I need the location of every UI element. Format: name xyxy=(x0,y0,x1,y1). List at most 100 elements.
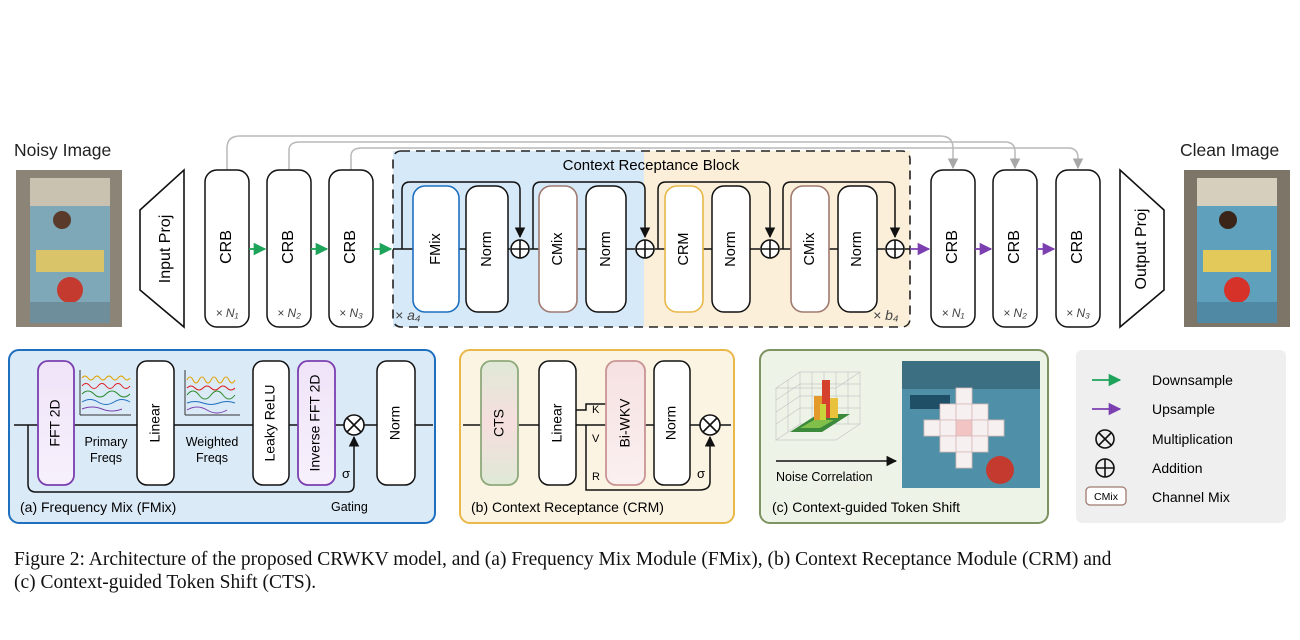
svg-text:Norm: Norm xyxy=(663,406,679,440)
v-label: V xyxy=(592,433,600,445)
svg-text:Norm: Norm xyxy=(849,231,865,266)
norm-box-3: Norm xyxy=(711,185,751,313)
caption-line-2: (c) Context-guided Token Shift (CTS). xyxy=(14,572,317,593)
primary-freqs-line2: Freqs xyxy=(90,451,122,465)
svg-text:Multiplication: Multiplication xyxy=(1152,431,1233,447)
weighted-freqs-line2: Freqs xyxy=(196,451,228,465)
norm-box-a: Norm xyxy=(376,360,416,486)
svg-text:× N₃: × N₃ xyxy=(339,306,363,320)
cmix-box-2: CMix xyxy=(790,185,830,313)
svg-text:Linear: Linear xyxy=(147,403,163,442)
addition-icons xyxy=(510,239,905,259)
svg-text:× N₂: × N₂ xyxy=(277,306,301,320)
svg-text:Bi-WKV: Bi-WKV xyxy=(617,398,633,448)
weighted-freqs-waves xyxy=(184,370,240,416)
cts-box: CTS xyxy=(480,360,519,486)
clean-image-label: Clean Image xyxy=(1180,140,1279,160)
svg-text:FFT 2D: FFT 2D xyxy=(47,399,63,446)
svg-text:CMix: CMix xyxy=(1094,491,1119,503)
sigma-label-a: σ xyxy=(342,466,350,481)
b4-label: × b₄ xyxy=(873,307,899,323)
k-label: K xyxy=(592,404,600,416)
fft-2d-box: FFT 2D xyxy=(37,360,75,486)
leaky-relu-box: Leaky ReLU xyxy=(252,360,290,486)
legend-multiplication: Multiplication xyxy=(1095,429,1233,449)
svg-text:Norm: Norm xyxy=(723,231,739,266)
svg-text:CRM: CRM xyxy=(676,232,692,265)
norm-box-4: Norm xyxy=(837,185,878,313)
inverse-fft-box: Inverse FFT 2D xyxy=(297,360,336,486)
clean-image-thumbnail xyxy=(1184,170,1290,327)
input-proj-trapezoid xyxy=(139,168,185,329)
panel-a-title: (a) Frequency Mix (FMix) xyxy=(20,499,176,515)
primary-freqs-waves xyxy=(79,370,131,416)
multiplication-icon xyxy=(343,414,365,436)
panel-b-title: (b) Context Receptance (CRM) xyxy=(471,499,664,515)
bi-wkv-box: Bi-WKV xyxy=(605,360,646,486)
token-shift-image xyxy=(902,361,1040,488)
primary-freqs-line1: Primary xyxy=(84,435,128,449)
input-proj-label: Input Proj xyxy=(157,215,174,283)
skip-connections xyxy=(226,135,1084,170)
cmix-box-1: CMix xyxy=(538,185,578,313)
svg-text:Norm: Norm xyxy=(598,231,614,266)
output-proj-trapezoid xyxy=(1119,168,1165,329)
norm-box-b: Norm xyxy=(653,360,691,486)
svg-text:CRB: CRB xyxy=(944,230,961,264)
svg-text:Inverse FFT 2D: Inverse FFT 2D xyxy=(307,375,323,472)
svg-text:Linear: Linear xyxy=(549,403,565,442)
svg-text:Downsample: Downsample xyxy=(1152,372,1233,388)
svg-text:CRB: CRB xyxy=(1069,230,1086,264)
block-main-line xyxy=(393,181,910,250)
crm-box: CRM xyxy=(664,185,704,313)
addition-icon xyxy=(635,239,655,259)
addition-icon xyxy=(1095,458,1115,478)
decoder-crb-1: CRB × N₁ xyxy=(930,169,976,328)
linear-box-a: Linear xyxy=(136,360,175,486)
noisy-image-label: Noisy Image xyxy=(14,140,111,160)
svg-text:CRB: CRB xyxy=(280,230,297,264)
addition-icon xyxy=(885,239,905,259)
svg-text:CMix: CMix xyxy=(802,232,818,266)
caption-line-1: Figure 2: Architecture of the proposed C… xyxy=(14,549,1112,570)
output-proj-label: Output Proj xyxy=(1133,209,1150,290)
svg-text:CRB: CRB xyxy=(218,230,235,264)
linear-box-b: Linear xyxy=(538,360,577,486)
svg-text:Norm: Norm xyxy=(479,231,495,266)
norm-box-2: Norm xyxy=(585,185,627,313)
context-receptance-block xyxy=(392,150,911,328)
multiplication-icon xyxy=(1095,429,1115,449)
svg-text:× N₁: × N₁ xyxy=(942,306,965,320)
decoder-crb-3: CRB × N₃ xyxy=(1055,169,1101,328)
legend-downsample: Downsample xyxy=(1092,372,1233,388)
svg-text:Upsample: Upsample xyxy=(1152,401,1215,417)
svg-text:× N₃: × N₃ xyxy=(1066,306,1090,320)
legend-addition: Addition xyxy=(1095,458,1203,478)
svg-text:× N₁: × N₁ xyxy=(216,306,239,320)
encoder-crb-1: CRB × N₁ xyxy=(204,169,250,328)
legend-box xyxy=(1076,350,1286,523)
addition-icon xyxy=(510,239,530,259)
legend-channel-mix: CMix Channel Mix xyxy=(1085,486,1230,506)
encoder-crb-2: CRB × N₂ xyxy=(266,169,312,328)
context-block-title: Context Receptance Block xyxy=(563,157,740,174)
noise-correlation-3d-plot xyxy=(774,371,898,467)
svg-text:Leaky ReLU: Leaky ReLU xyxy=(262,384,278,461)
multiplication-icon xyxy=(699,414,721,436)
svg-text:FMix: FMix xyxy=(428,233,444,265)
svg-text:Addition: Addition xyxy=(1152,460,1203,476)
a4-label: × a₄ xyxy=(395,307,421,323)
panel-a-wires xyxy=(14,424,433,493)
fmix-box: FMix xyxy=(412,185,460,313)
svg-text:Norm: Norm xyxy=(387,406,403,440)
legend-upsample: Upsample xyxy=(1092,401,1215,417)
norm-box-1: Norm xyxy=(465,185,509,313)
decoder-crb-2: CRB × N₂ xyxy=(992,169,1038,328)
weighted-freqs-line1: Weighted xyxy=(186,435,239,449)
panel-c-title: (c) Context-guided Token Shift xyxy=(772,499,960,515)
figure-caption: Figure 2: Architecture of the proposed C… xyxy=(14,548,1294,594)
svg-text:CRB: CRB xyxy=(342,230,359,264)
svg-text:CMix: CMix xyxy=(550,232,566,266)
gating-label: Gating xyxy=(331,500,368,514)
svg-text:CTS: CTS xyxy=(491,409,507,437)
